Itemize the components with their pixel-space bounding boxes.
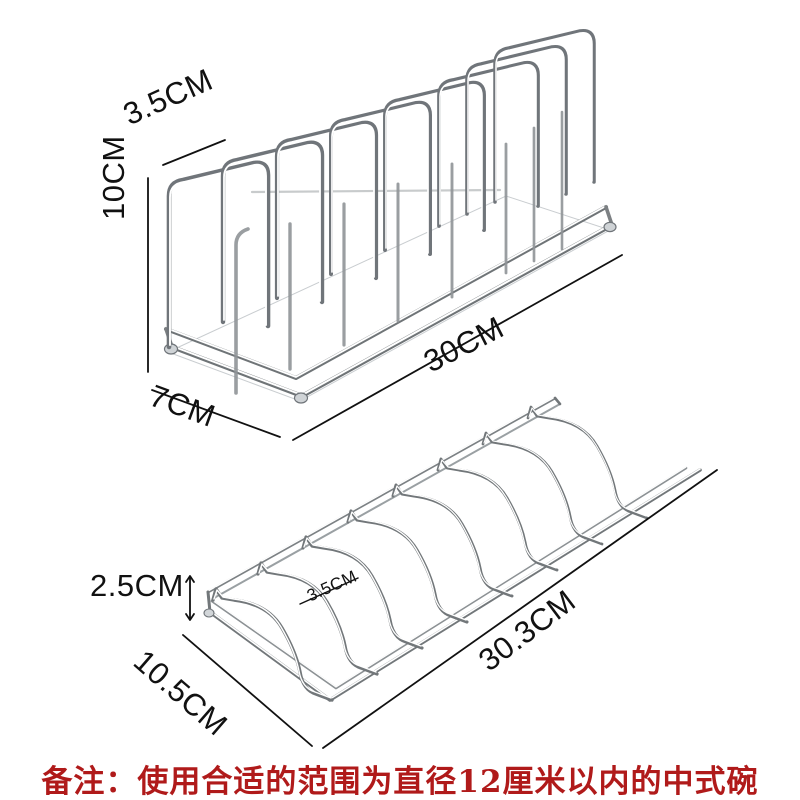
- bottom-rack-divider: [481, 431, 604, 546]
- dimension-line-width-top: [151, 389, 281, 438]
- dimension-line-slot-bottom: [299, 577, 359, 605]
- bottom-rack-divider: [391, 483, 514, 598]
- dimension-label-top-height: 10CM: [96, 135, 131, 220]
- top-rack-divider: [437, 60, 540, 275]
- top-rack-divider: [383, 80, 486, 299]
- bottom-rack-divider: [436, 457, 559, 572]
- bottom-rack-divider: [301, 535, 424, 650]
- dimension-line-height-bottom: [185, 575, 195, 621]
- dimension-label-bottom-height: 2.5CM: [90, 568, 184, 603]
- top-rack-divider: [465, 44, 568, 263]
- top-rack-dividers: [166, 29, 596, 395]
- bottom-rack-base-tray: [203, 396, 702, 702]
- top-rack-divider: [329, 100, 432, 323]
- bottom-rack-dimension-lines: [182, 469, 718, 749]
- top-rack-divider: [220, 140, 325, 371]
- dimension-line-length-top: [292, 254, 623, 441]
- top-rack-divider: [274, 120, 379, 347]
- top-rack-dimension-lines: [147, 139, 623, 441]
- dimension-line-width-bottom: [182, 634, 313, 747]
- top-rack-illustration: [147, 29, 623, 441]
- bottom-rack-divider: [211, 587, 334, 702]
- top-rack-divider: [166, 160, 271, 395]
- dimension-line-depth-top: [162, 139, 226, 166]
- usage-note-text: 备注：使用合适的范围为直径12厘米以内的中式碗: [41, 764, 759, 800]
- bottom-rack-divider: [256, 561, 379, 676]
- bottom-rack-divider: [346, 509, 469, 624]
- top-rack-divider: [493, 29, 596, 251]
- bottom-rack-illustration: [182, 396, 718, 749]
- dimension-line-length-bottom: [322, 469, 718, 749]
- bottom-rack-dividers: [211, 405, 649, 702]
- bottom-rack-divider: [526, 405, 649, 520]
